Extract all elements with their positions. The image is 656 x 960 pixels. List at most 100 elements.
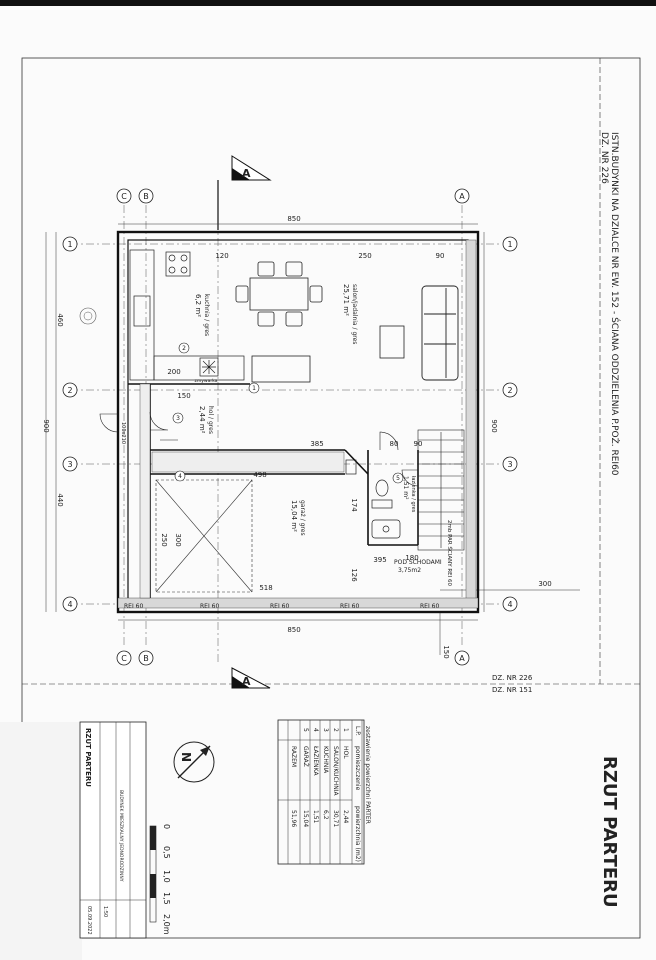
area-table: zestawienie powierzchni PARTER L.P. pomi… [277,719,371,865]
svg-text:5: 5 [396,475,400,482]
interior-walls [128,383,419,598]
svg-text:1,0: 1,0 [162,870,171,883]
svg-text:zestawienie powierzchni PARTER: zestawienie powierzchni PARTER [364,726,371,824]
svg-text:90: 90 [436,252,445,260]
svg-text:518: 518 [259,584,272,592]
neighbor-note-2: DZ. NR 226 [599,132,609,184]
scale-bar: 0 0,5 1,0 1,5 2,0m [149,824,171,935]
svg-text:KUCHNIA: KUCHNIA [322,746,329,774]
dim-right-offset: 300 [538,580,551,588]
svg-text:1,51: 1,51 [312,810,319,824]
svg-text:30,71: 30,71 [332,810,339,827]
svg-text:3: 3 [176,415,180,422]
svg-text:BUDYNEK MIESZKALNY JEDNORODZIN: BUDYNEK MIESZKALNY JEDNORODZINNY [118,790,124,882]
sofa [421,285,459,381]
svg-text:200: 200 [167,368,180,376]
svg-text:2,0m: 2,0m [162,914,171,935]
axis-label-b-top: B [143,192,149,201]
svg-text:A: A [242,167,251,180]
room-salon-area: 25,71 m² [342,284,350,316]
north-arrow-icon: N [173,741,215,783]
dining-table [235,261,323,327]
svg-text:4: 4 [178,473,182,480]
plot-left-label: DZ. NR 226 [492,674,533,682]
axis-label-2-left: 2 [67,386,72,395]
axis-label-3-left: 3 [67,460,72,469]
doors [99,411,419,487]
svg-text:5: 5 [302,728,309,732]
section-marker-top: A [217,155,272,230]
svg-text:ŁAZIENKA: ŁAZIENKA [312,745,319,776]
title-block: RZUT PARTERU BUDYNEK MIESZKALNY JEDNOROD… [0,721,147,960]
axis-label-4-left: 4 [67,600,72,609]
toilet-icon [371,479,393,509]
svg-text:1: 1 [252,385,256,392]
axis-label-a-top: A [459,192,465,201]
svg-text:0: 0 [162,824,171,829]
stairs-wall-label: 2mb PAR ŚCIANY REI 60 [446,520,453,586]
svg-text:2: 2 [182,345,186,352]
svg-text:HOL: HOL [342,746,349,759]
rei-label-4: REI 60 [340,603,359,610]
svg-text:3: 3 [322,728,329,732]
fireplace-icon [345,459,357,475]
room-garaz-name: garaż / gres [299,500,306,536]
tv-table [251,355,311,383]
garage-car-outline [155,479,253,593]
axis-label-1-left: 1 [67,240,72,249]
axis-label-2-right: 2 [507,386,512,395]
door-garage-label: 100x210 [120,422,126,444]
svg-text:SALON/KUCHNIA: SALON/KUCHNIA [332,746,339,797]
room-kitchen-name: kuchnia / gres [203,294,210,336]
dim-left-seg2: 440 [56,493,64,506]
svg-text:2: 2 [332,728,339,732]
axis-label-4-right: 4 [507,600,512,609]
svg-text:1: 1 [342,728,349,732]
svg-text:RZUT PARTERU: RZUT PARTERU [84,728,92,787]
room-hol-name: hol / gres [207,406,214,434]
dim-right-total: 900 [490,419,498,432]
svg-text:GARAŻ: GARAŻ [302,746,309,767]
room-garaz-area: 15,04 m² [290,500,298,532]
svg-text:powierzchnia (m2): powierzchnia (m2) [354,806,361,862]
room-salon-name: salon/jadalnia / gres [351,284,358,344]
dim-bottom-total: 850 [287,626,300,634]
svg-text:150: 150 [177,392,190,400]
room-hol-area: 2,44 m² [198,406,206,434]
section-marker-bottom: A [231,667,271,689]
washbasin-icon [371,519,401,539]
axis-label-3-right: 3 [507,460,512,469]
svg-text:120: 120 [215,252,228,260]
svg-text:385: 385 [310,440,323,448]
sink-icon [79,307,97,325]
svg-text:15,04: 15,04 [302,810,309,827]
dim-left-seg1: 460 [56,313,64,326]
rei-label-5: REI 60 [420,603,439,610]
rei-label-1: REI 60 [124,603,143,610]
svg-text:498: 498 [253,471,266,479]
axis-label-c-top: C [121,192,127,201]
room-lazienka-area: 1,51 m² [402,476,409,500]
svg-text:300: 300 [174,533,182,546]
svg-text:250: 250 [160,533,168,546]
dim-bottom-offset: 150 [442,645,450,658]
svg-text:A: A [242,675,251,688]
sheet-frame [21,57,641,939]
svg-text:05.09.2022: 05.09.2022 [86,906,92,935]
svg-text:4: 4 [312,728,319,732]
dim-top-total: 850 [287,215,300,223]
axis-label-c-bottom: C [121,654,127,663]
svg-text:250: 250 [358,252,371,260]
svg-text:395: 395 [373,556,386,564]
svg-text:1:50: 1:50 [102,906,108,917]
svg-text:126: 126 [350,568,358,582]
sheet-title: RZUT PARTERU [599,756,620,908]
axis-label-a-bottom: A [459,654,465,663]
armchair [379,325,405,359]
rei-label-3: REI 60 [270,603,289,610]
room-kitchen-area: 6,2 m² [194,294,202,317]
svg-text:N: N [179,752,193,762]
axis-label-1-right: 1 [507,240,512,249]
dim-left-total: 900 [42,419,50,432]
under-stairs-area: 3,75m2 [398,567,421,574]
